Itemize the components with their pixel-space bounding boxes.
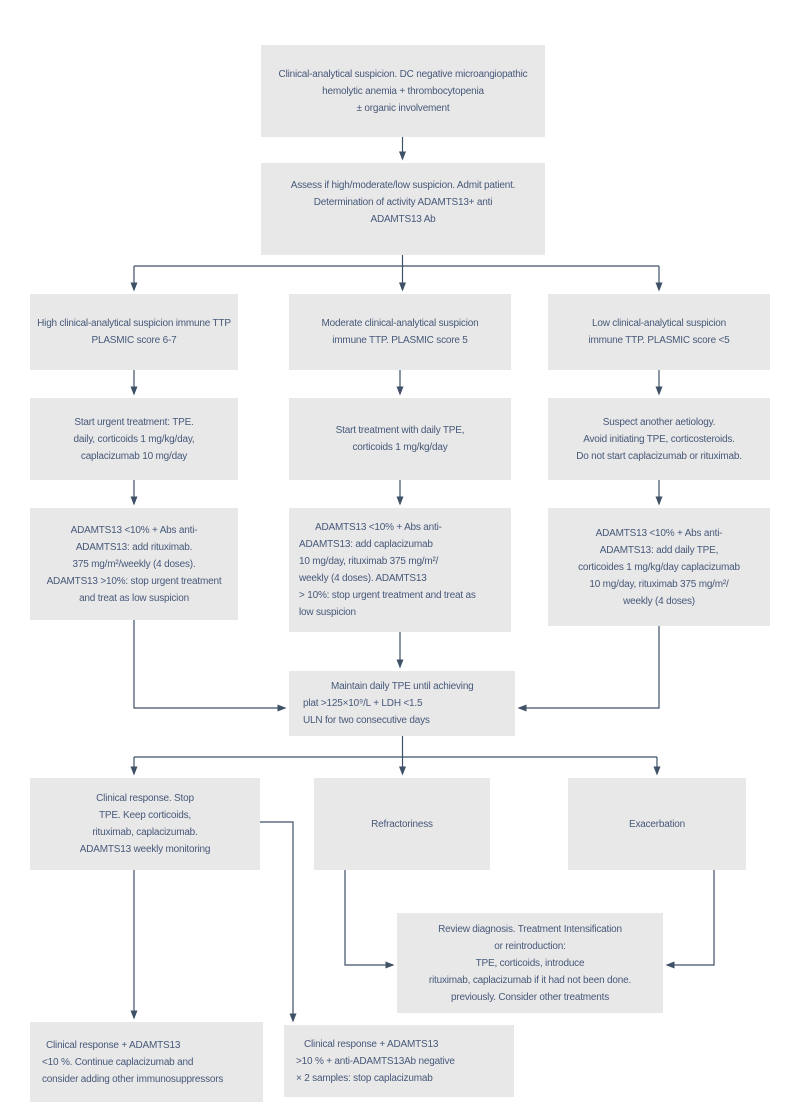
arrow-response-to-high-adamts: [260, 821, 297, 1023]
flow-box-start-urgent-treatment: Start urgent treatment: TPE. daily, cort…: [30, 398, 238, 480]
flow-box-review-diagnosis: Review diagnosis. Treatment Intensificat…: [397, 913, 663, 1013]
flow-box-response-adamts-low: Clinical response + ADAMTS13 <10 %. Cont…: [30, 1022, 263, 1102]
flow-box-maintain-tpe: Maintain daily TPE until achieving plat …: [289, 671, 515, 736]
flow-box-refractoriness: Refractoriness: [314, 778, 490, 870]
flow-box-suspect-other-aetiology: Suspect another aetiology. Avoid initiat…: [548, 398, 770, 480]
arrow-exacerbation-to-review: [665, 870, 715, 969]
flow-box-adamts-result-low: ADAMTS13 <10% + Abs anti- ADAMTS13: add …: [548, 508, 770, 626]
flow-box-start-daily-tpe: Start treatment with daily TPE, corticoi…: [289, 398, 511, 480]
flow-box-assess-suspicion: Assess if high/moderate/low suspicion. A…: [261, 163, 545, 255]
flow-box-response-adamts-high: Clinical response + ADAMTS13 >10 % + ant…: [284, 1025, 514, 1097]
flow-box-adamts-result-moderate: ADAMTS13 <10% + Abs anti- ADAMTS13: add …: [289, 508, 511, 632]
arrow-adamts-low-to-maintain: [517, 626, 660, 712]
flow-box-clinical-suspicion: Clinical-analytical suspicion. DC negati…: [261, 45, 545, 137]
arrow-refractoriness-to-review: [344, 870, 395, 969]
arrow-adamts-high-to-maintain: [133, 620, 287, 712]
flow-box-adamts-result-high: ADAMTS13 <10% + Abs anti- ADAMTS13: add …: [30, 508, 238, 620]
flow-box-clinical-response: Clinical response. Stop TPE. Keep cortic…: [30, 778, 260, 870]
flow-box-exacerbation: Exacerbation: [568, 778, 746, 870]
flow-box-high-suspicion: High clinical-analytical suspicion immun…: [30, 294, 238, 370]
flow-box-moderate-suspicion: Moderate clinical-analytical suspicion i…: [289, 294, 511, 370]
flow-box-low-suspicion: Low clinical-analytical suspicion immune…: [548, 294, 770, 370]
